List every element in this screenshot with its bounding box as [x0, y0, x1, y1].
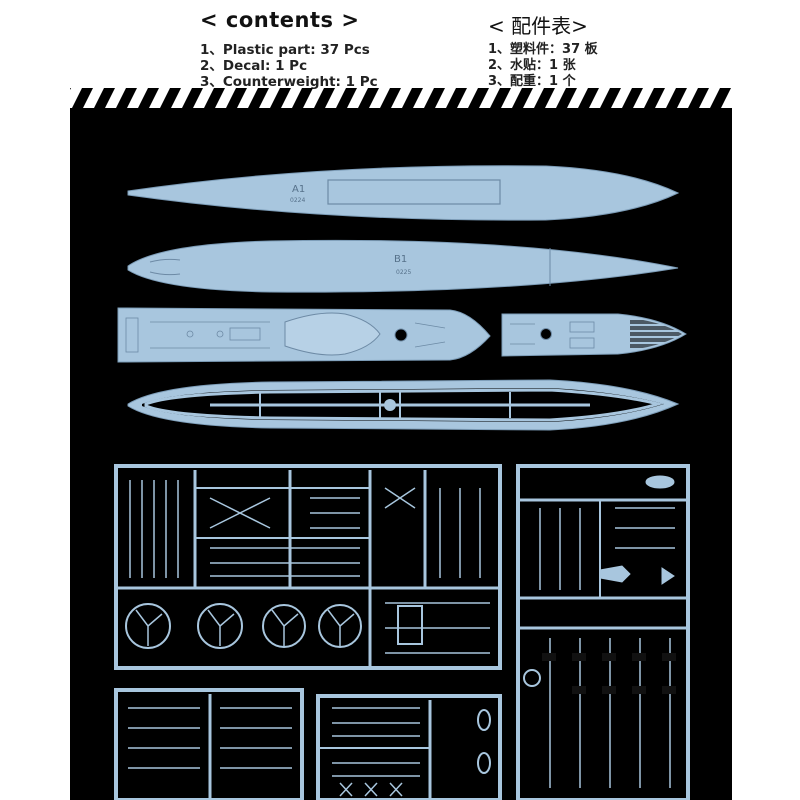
hazard-stripe [622, 88, 643, 108]
hazard-stripe [468, 88, 489, 108]
part-number-a1: 0224 [290, 197, 305, 204]
hazard-stripe [94, 88, 115, 108]
part-label-b1: B1 [394, 254, 407, 265]
list-item-counterweight-en: 3、Counterweight: 1 Pc [200, 74, 378, 90]
waterline-plate [127, 379, 680, 431]
contents-list-en: 1、Plastic part: 37 Pcs 2、Decal: 1 Pc 3、C… [200, 42, 378, 90]
hull-part-a1: A1 0224 [127, 165, 680, 221]
hazard-stripe [292, 88, 313, 108]
list-item-decal-cn: 2、水贴：1 张 [488, 58, 576, 73]
list-item-plastic-cn: 1、塑料件：37 板 [488, 42, 598, 57]
hazard-stripe [314, 88, 335, 108]
hazard-stripe [424, 88, 445, 108]
hazard-stripe [710, 88, 731, 108]
hazard-stripe [600, 88, 621, 108]
sprue-photo-panel: A1 0224 B1 0225 [70, 108, 732, 800]
hazard-stripe [688, 88, 709, 108]
sprue-frame-right [516, 464, 690, 800]
hazard-stripe [644, 88, 665, 108]
hazard-stripe [138, 88, 159, 108]
hazard-stripe [534, 88, 555, 108]
list-item-plastic-en: 1、Plastic part: 37 Pcs [200, 42, 370, 58]
list-item-counterweight-cn: 3、配重：1 个 [488, 74, 576, 89]
hazard-stripe [512, 88, 533, 108]
hazard-stripe [72, 88, 93, 108]
contents-title-cn: < 配件表> [488, 14, 588, 38]
hazard-stripe [358, 88, 379, 108]
hazard-stripe [182, 88, 203, 108]
right-margin [732, 0, 800, 800]
sprue-frame-bottom-middle [316, 694, 502, 800]
hazard-stripe [226, 88, 247, 108]
part-label-a1: A1 [292, 184, 305, 195]
hull-part-b1: B1 0225 [127, 239, 679, 293]
left-margin [0, 0, 70, 800]
hazard-stripe [116, 88, 137, 108]
hazard-stripe [70, 88, 71, 90]
hazard-stripe [160, 88, 181, 108]
sprue-drawing: A1 0224 B1 0225 [114, 165, 690, 800]
sprue-frame-bottom-left [114, 688, 304, 800]
deck-part-aft [117, 307, 491, 363]
hazard-stripe [402, 88, 423, 108]
hazard-stripe [578, 88, 599, 108]
contents-list-cn: 1、塑料件：37 板 2、水贴：1 张 3、配重：1 个 [488, 42, 598, 90]
hazard-stripe [446, 88, 467, 108]
sprue-frame-large [114, 464, 502, 670]
hazard-stripe [666, 88, 687, 108]
part-number-b1: 0225 [396, 269, 411, 276]
hazard-stripe [248, 88, 269, 108]
hazard-stripe-divider [70, 88, 731, 108]
hazard-stripe [556, 88, 577, 108]
hazard-stripe [490, 88, 511, 108]
deck-part-fore [501, 313, 687, 357]
hazard-stripe [204, 88, 225, 108]
hazard-stripe [336, 88, 357, 108]
hazard-stripe [270, 88, 291, 108]
hazard-stripe [380, 88, 401, 108]
list-item-decal-en: 2、Decal: 1 Pc [200, 58, 308, 74]
contents-title-en: < contents > [200, 8, 360, 32]
contents-header [70, 0, 732, 110]
